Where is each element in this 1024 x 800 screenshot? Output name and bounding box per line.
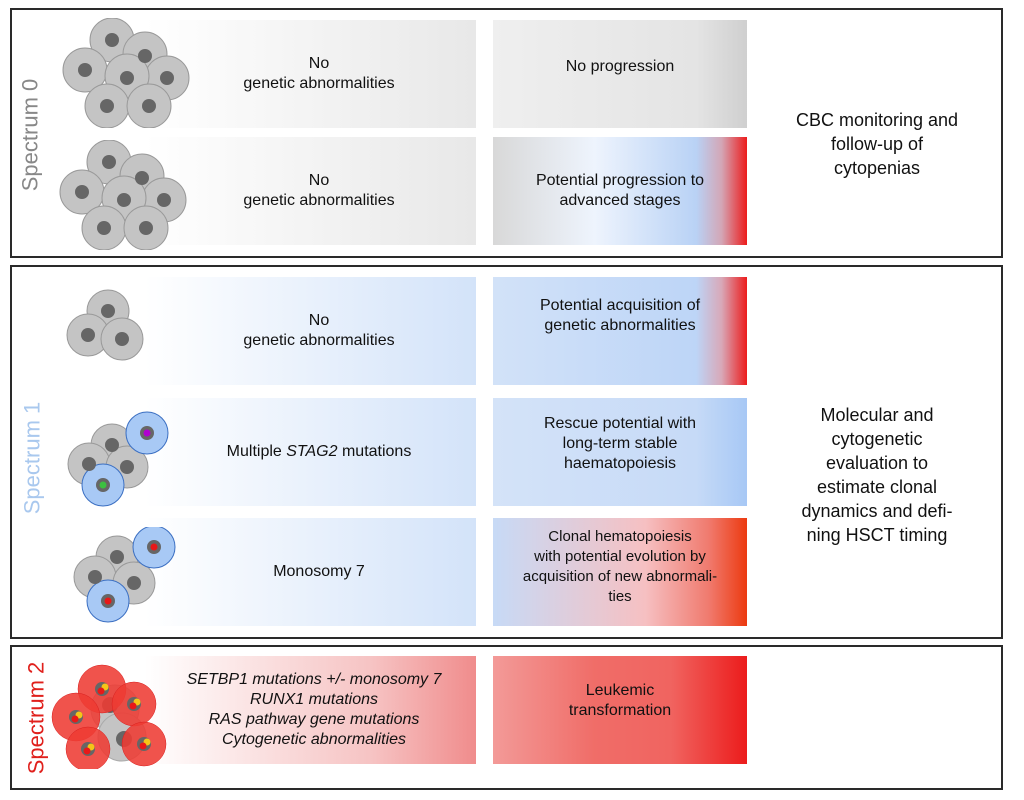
finding-line: Monosomy 7	[273, 563, 365, 580]
outcome-line: ties	[608, 588, 632, 605]
recommendation-line: follow-up of	[830, 134, 924, 154]
spectrum-1-row-3-finding: Monosomy 7	[62, 518, 476, 626]
outcome-line: genetic abnormalities	[544, 317, 696, 334]
stag2-finding: Multiple STAG2 mutations	[227, 442, 412, 462]
spectrum-1-row-1-outcome: Potential acquisition of genetic abnormal…	[493, 277, 747, 385]
recommendation-line: CBC monitoring and	[795, 110, 959, 130]
stag2-mutant-cell-cluster-icon	[67, 411, 169, 507]
outcome-line: haematopoiesis	[563, 455, 677, 472]
spectrum-1-recommendation: Molecular and cytogenetic evaluation to …	[757, 403, 997, 547]
recommendation-line: dynamics and defi-	[801, 501, 953, 521]
spectrum-2-outcome: Leukemic transformation	[493, 656, 747, 764]
gene-name: STAG2	[286, 443, 338, 460]
spectrum-0-row-2-outcome: Potential progression to advanced stages	[493, 137, 747, 245]
spectrum-2-label: Spectrum 2	[23, 661, 49, 775]
monosomy7-cell-cluster-icon	[73, 527, 176, 623]
outcome-line: No progression	[565, 58, 675, 75]
spectrum-0-panel: Spectrum 0 No genetic abnormalities No pr…	[10, 8, 1003, 258]
outcome-line: Clonal hematopoiesis	[548, 528, 692, 545]
finding-line: Cytogenetic abnormalities	[221, 731, 407, 748]
recommendation-line: evaluation to	[825, 453, 929, 473]
finding-line: RUNX1 mutations	[249, 691, 379, 708]
normal-cell-cluster-icon	[66, 289, 144, 361]
finding-suffix: mutations	[337, 443, 412, 460]
outcome-line: Potential acquisition of	[539, 297, 701, 314]
finding-line: genetic abnormalities	[243, 75, 395, 92]
normal-cell-cluster-icon	[62, 18, 190, 128]
recommendation-line: cytopenias	[833, 158, 921, 178]
normal-cell-cluster-icon	[59, 140, 187, 250]
outcome-line: advanced stages	[559, 192, 681, 209]
outcome-line: Potential progression to	[535, 172, 705, 189]
outcome-line: long-term stable	[562, 435, 678, 452]
recommendation-line: Molecular and	[820, 405, 934, 425]
outcome-line: with potential evolution by	[534, 548, 706, 565]
spectrum-1-label: Spectrum 1	[19, 401, 45, 515]
finding-line: genetic abnormalities	[243, 192, 395, 209]
finding-prefix: Multiple	[226, 443, 287, 460]
spectrum-0-recommendation: CBC monitoring and follow-up of cytopeni…	[757, 108, 997, 180]
spectrum-2-panel: Spectrum 2 SETBP1 mutations +/- monosomy…	[10, 645, 1003, 790]
recommendation-line: ning HSCT timing	[806, 525, 948, 545]
finding-line: No	[308, 312, 330, 329]
leukemic-cell-cluster-icon	[51, 664, 167, 769]
finding-line: SETBP1 mutations +/- monosomy 7	[186, 671, 442, 688]
spectrum-1-panel: Spectrum 1 No genetic abnormalities Poten…	[10, 265, 1003, 639]
outcome-line: transformation	[568, 702, 672, 719]
recommendation-line: cytogenetic	[831, 429, 923, 449]
finding-line: RAS pathway gene mutations	[208, 711, 420, 728]
outcome-line: Leukemic	[585, 682, 655, 699]
outcome-line: Rescue potential with	[543, 415, 697, 432]
finding-line: No	[308, 55, 330, 72]
finding-line: genetic abnormalities	[243, 332, 395, 349]
recommendation-line: estimate clonal	[816, 477, 938, 497]
spectrum-1-row-3-outcome: Clonal hematopoiesis with potential evolu…	[493, 518, 747, 626]
spectrum-1-row-2-outcome: Rescue potential with long-term stable hae…	[493, 398, 747, 506]
spectrum-0-label: Spectrum 0	[17, 78, 43, 192]
finding-line: No	[308, 172, 330, 189]
outcome-line: acquisition of new abnormali-	[522, 568, 718, 585]
spectrum-0-row-1-outcome: No progression	[493, 20, 747, 128]
